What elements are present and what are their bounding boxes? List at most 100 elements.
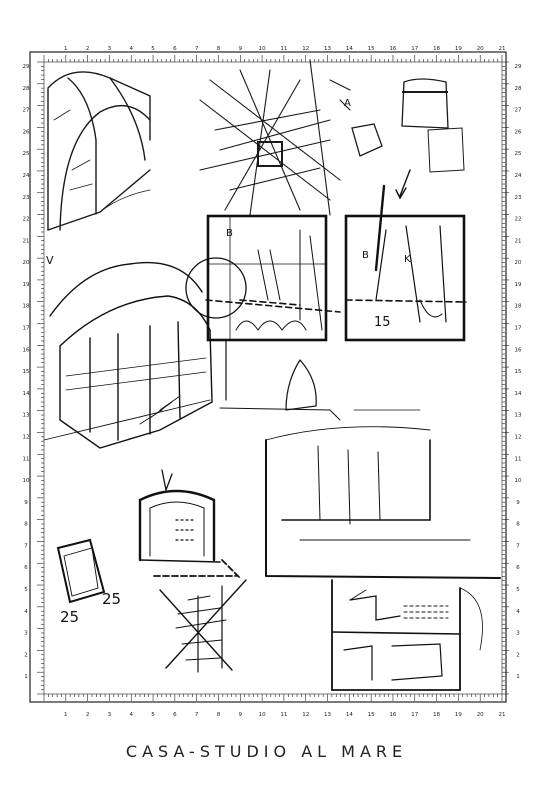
ruler-label-left: 16 xyxy=(23,347,30,353)
ruler-label-left: 13 xyxy=(23,413,30,419)
sketch-vault-perspective xyxy=(47,71,151,231)
note-a: A xyxy=(344,98,351,109)
ruler-label-bottom: 15 xyxy=(368,712,375,718)
note-b-right: B xyxy=(362,250,369,261)
ruler-label-left: 22 xyxy=(23,217,30,223)
ruler-label-left: 21 xyxy=(23,238,30,244)
ruler-label-top: 6 xyxy=(173,46,177,52)
ruler-label-left: 18 xyxy=(23,304,30,310)
ruler-label-left: 14 xyxy=(23,391,30,397)
ruler-label-left: 17 xyxy=(23,326,30,332)
ruler-label-right: 10 xyxy=(515,478,522,484)
ruler-label-top: 14 xyxy=(346,46,353,52)
sheet-caption: CASA-STUDIO AL MARE xyxy=(125,742,408,761)
ruler-label-bottom: 18 xyxy=(433,712,440,718)
ruler-label-left: 6 xyxy=(24,565,28,571)
ruler-label-left: 4 xyxy=(24,609,28,615)
ruler-label-right: 5 xyxy=(516,587,520,593)
ruler-label-top: 9 xyxy=(239,46,243,52)
ruler-label-left: 19 xyxy=(23,282,30,288)
ruler-label-top: 5 xyxy=(151,46,155,52)
ruler-label-right: 16 xyxy=(515,347,522,353)
ruler-label-top: 19 xyxy=(455,46,462,52)
note-v: V xyxy=(46,254,54,267)
ruler-label-top: 18 xyxy=(433,46,440,52)
ruler-ticks xyxy=(37,55,509,701)
ruler-label-bottom: 9 xyxy=(239,712,243,718)
ruler-label-top: 20 xyxy=(477,46,484,52)
ruler-label-right: 20 xyxy=(515,260,522,266)
sketch-interior-perspective xyxy=(331,579,483,691)
ruler-label-bottom: 1 xyxy=(64,712,68,718)
ruler-label-right: 23 xyxy=(515,195,522,201)
ruler-label-left: 28 xyxy=(23,86,30,92)
ruler-label-top: 15 xyxy=(368,46,375,52)
ruler-label-bottom: 2 xyxy=(86,712,90,718)
ruler-label-left: 27 xyxy=(23,108,30,114)
ruler-label-right: 26 xyxy=(515,129,522,135)
ruler-label-right: 7 xyxy=(516,543,520,549)
note-25a: 25 xyxy=(60,608,79,626)
ruler-label-left: 20 xyxy=(23,260,30,266)
ruler-label-left: 29 xyxy=(23,64,30,70)
ruler-label-right: 28 xyxy=(515,86,522,92)
ruler-label-right: 11 xyxy=(515,456,522,462)
ruler-label-right: 27 xyxy=(515,108,522,114)
sketch-notes: B B K 15 25 25 V A xyxy=(46,98,411,626)
ruler-label-bottom: 11 xyxy=(280,712,287,718)
ruler-label-top: 1 xyxy=(64,46,68,52)
sketch-plan-left xyxy=(185,214,341,342)
ruler-label-top: 16 xyxy=(389,46,396,52)
ruler-label-top: 8 xyxy=(217,46,221,52)
ruler-label-top: 2 xyxy=(86,46,90,52)
ruler-label-right: 12 xyxy=(515,434,522,440)
sketch-section-view xyxy=(265,409,501,579)
ruler-label-right: 25 xyxy=(515,151,522,157)
ruler-label-left: 12 xyxy=(23,434,30,440)
ruler-label-right: 14 xyxy=(515,391,522,397)
ruler-label-right: 24 xyxy=(515,173,522,179)
sketch-arch-section xyxy=(138,469,241,579)
ruler-label-right: 13 xyxy=(515,413,522,419)
ruler-label-right: 22 xyxy=(515,217,522,223)
ruler-label-right: 1 xyxy=(516,674,520,680)
ruler-label-left: 2 xyxy=(24,652,28,658)
ruler-label-right: 17 xyxy=(515,326,522,332)
ruler-label-top: 3 xyxy=(108,46,112,52)
ruler-label-bottom: 5 xyxy=(151,712,155,718)
ruler-label-top: 10 xyxy=(259,46,266,52)
ruler-label-right: 2 xyxy=(516,652,520,658)
ruler-label-bottom: 13 xyxy=(324,712,331,718)
ruler-label-left: 3 xyxy=(24,631,28,637)
ruler-label-left: 15 xyxy=(23,369,30,375)
ruler-label-left: 1 xyxy=(24,674,28,680)
ruler-label-bottom: 14 xyxy=(346,712,353,718)
ruler-label-bottom: 20 xyxy=(477,712,484,718)
ruler-label-right: 18 xyxy=(515,304,522,310)
note-b: B xyxy=(226,228,233,239)
ruler-label-left: 5 xyxy=(24,587,28,593)
ruler-labels: 1122334455667788991010111112121313141415… xyxy=(23,46,522,718)
ruler-label-left: 7 xyxy=(24,543,28,549)
ruler-label-left: 8 xyxy=(24,522,28,528)
ruler-label-right: 6 xyxy=(516,565,520,571)
ruler-label-left: 10 xyxy=(23,478,30,484)
note-25b: 25 xyxy=(102,590,121,608)
ruler-label-top: 4 xyxy=(129,46,133,52)
ruler-label-bottom: 3 xyxy=(108,712,112,718)
sketch-house-axonometric xyxy=(43,261,341,449)
ruler-label-bottom: 12 xyxy=(302,712,309,718)
ruler-label-right: 4 xyxy=(516,609,520,615)
ruler-label-top: 12 xyxy=(302,46,309,52)
ruler-label-bottom: 19 xyxy=(455,712,462,718)
ruler-label-bottom: 7 xyxy=(195,712,199,718)
ruler-label-bottom: 21 xyxy=(499,712,506,718)
ruler-label-left: 26 xyxy=(23,129,30,135)
sketch-small-box xyxy=(56,538,106,604)
sketch-plan-right xyxy=(344,169,467,342)
ruler-label-right: 29 xyxy=(515,64,522,70)
ruler-label-bottom: 8 xyxy=(217,712,221,718)
ruler-label-bottom: 4 xyxy=(129,712,133,718)
ruler-frame xyxy=(29,51,507,703)
